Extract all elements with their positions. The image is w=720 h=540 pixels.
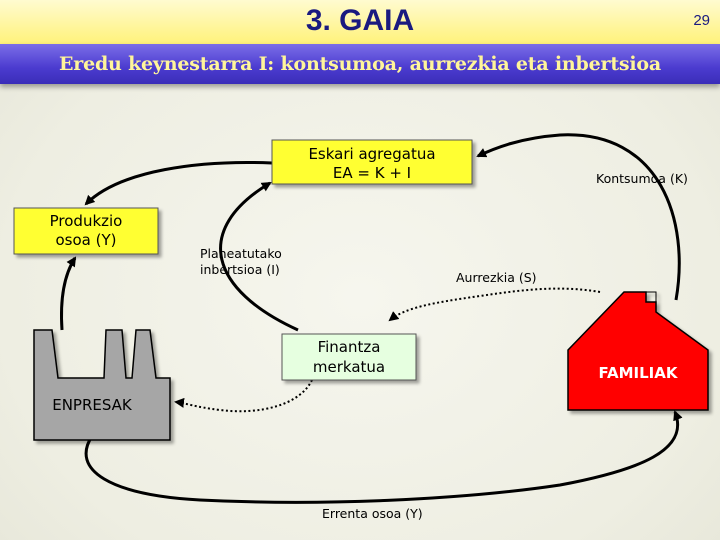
finance-to-firms-arrow — [174, 379, 313, 413]
aggregate-demand-formula: EA = K + I — [333, 164, 411, 182]
slide-title: 3. GAIA — [305, 4, 415, 37]
consumption-flow-label: Kontsumoa (K) — [596, 171, 688, 186]
house-icon — [567, 291, 709, 411]
income-arrow — [84, 410, 683, 504]
savings-flow-label: Aurrezkia (S) — [456, 270, 537, 285]
financial-market-box — [281, 333, 417, 381]
firms-label: ENPRESAK — [52, 396, 133, 414]
financial-market-label-1: Finantza — [318, 338, 381, 356]
total-production-label-2: osoa (Y) — [56, 231, 117, 249]
investment-arrow — [219, 181, 299, 332]
slide-subtitle: Eredu keynestarra I: kontsumoa, aurrezki… — [58, 53, 661, 75]
factory-icon — [33, 329, 171, 441]
consumption-arrow — [476, 133, 681, 301]
households-label: FAMILIAK — [598, 364, 678, 382]
aggregate-demand-label: Eskari agregatua — [308, 145, 435, 163]
financial-market-label-2: merkatua — [313, 358, 385, 376]
title-bar — [0, 0, 720, 44]
subtitle-bar — [0, 44, 720, 84]
income-flow-label: Errenta osoa (Y) — [322, 506, 423, 521]
total-production-box — [13, 207, 159, 255]
firms-to-production-arrow — [60, 256, 77, 331]
demand-to-production-arrow — [84, 161, 273, 206]
total-production-label-1: Produkzio — [50, 212, 123, 230]
page-number: 29 — [693, 12, 710, 29]
investment-flow-label-1: Planeatutako — [200, 246, 282, 261]
savings-arrow — [388, 287, 601, 322]
aggregate-demand-box — [271, 139, 473, 185]
investment-flow-label-2: inbertsioa (I) — [200, 262, 280, 277]
